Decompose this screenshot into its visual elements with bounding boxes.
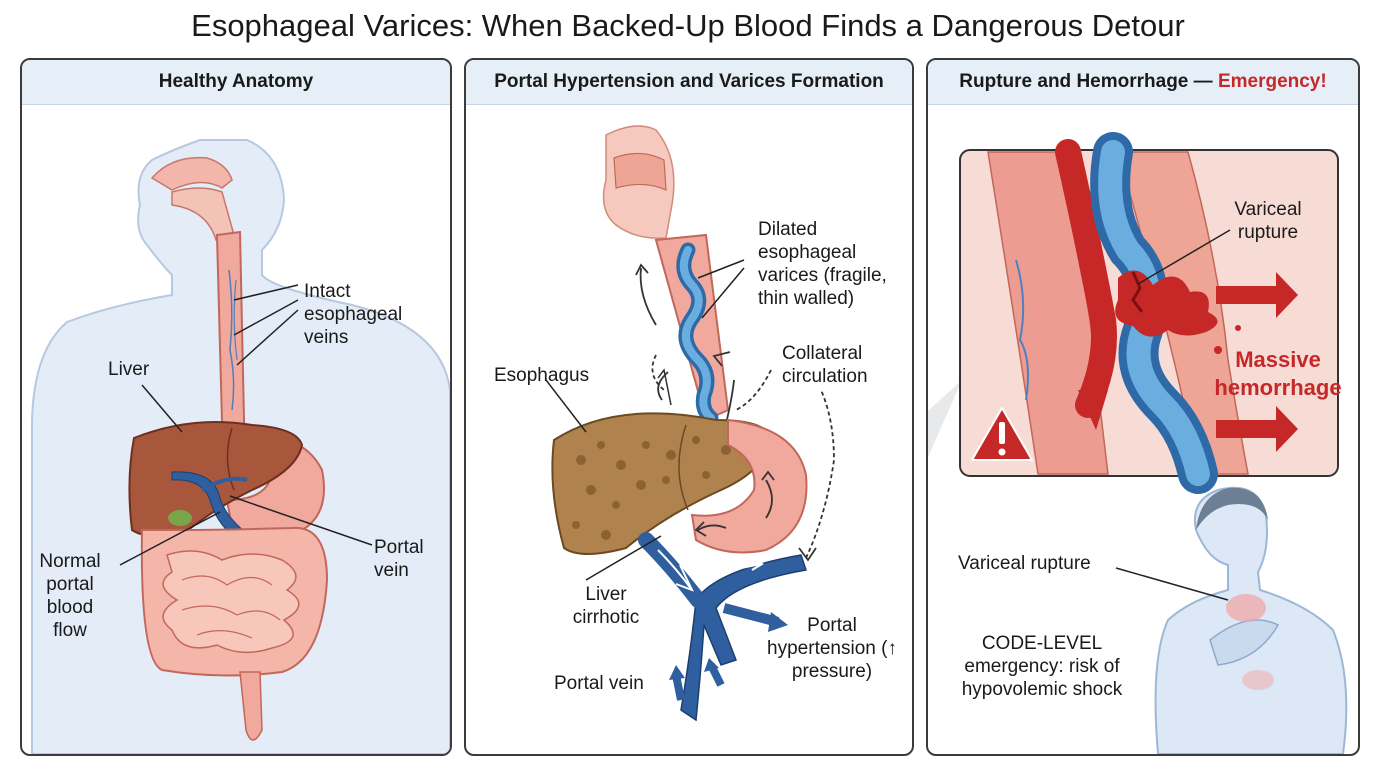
esophageal-veins [228, 269, 235, 411]
label-portal-vein: Portal vein [554, 673, 644, 694]
panel-heading: Portal Hypertension and Varices Formatio… [466, 60, 912, 105]
liver [128, 421, 304, 538]
warning-icon [971, 407, 1033, 461]
artery [1055, 139, 1117, 418]
label-code-level-emergency: CODE-LEVEL emergency: risk of hypovolemi… [961, 633, 1123, 700]
panel-heading: Healthy Anatomy [22, 60, 450, 105]
label-normal-portal-blood-flow: Normal portal blood flow [39, 551, 101, 641]
label-portal-vein: Portal vein [374, 537, 424, 581]
label-dilated-esophageal-varices: Dilated esophageal varices (fragile, thi… [758, 219, 887, 309]
panel-rupture-hemorrhage: Rupture and Hemorrhage — Emergency! [926, 58, 1360, 756]
label-intact-esophageal-veins: Intact esophageal veins [304, 281, 403, 348]
label-massive-hemorrhage: Massive hemorrhage [1214, 347, 1342, 400]
liver-cirrhotic [551, 412, 773, 555]
gallbladder [168, 510, 192, 526]
panel-healthy-anatomy: Healthy Anatomy Intact esophageal veins [20, 58, 452, 756]
label-liver-cirrhotic: Liver cirrhotic [572, 584, 640, 628]
rectum [239, 671, 263, 741]
panel-heading: Rupture and Hemorrhage — Emergency! [928, 60, 1358, 105]
label-liver: Liver [108, 359, 150, 380]
panel-heading-alert: Emergency! [1217, 71, 1327, 92]
page-title: Esophageal Varices: When Backed-Up Blood… [191, 8, 1185, 43]
label-variceal-rupture: Variceal rupture [958, 553, 1091, 574]
stomach [690, 418, 808, 554]
label-collateral-circulation: Collateral circulation [782, 343, 868, 387]
label-portal-hypertension: Portal hypertension (↑ pressure) [767, 615, 897, 682]
panel-heading-main: Rupture and Hemorrhage — [959, 71, 1213, 92]
label-esophagus: Esophagus [494, 365, 590, 386]
arrow-right-icon [1216, 272, 1298, 452]
healthy-anatomy-illustration [31, 139, 450, 754]
panel-portal-hypertension: Portal Hypertension and Varices Formatio… [464, 58, 914, 756]
nasal-cavity [150, 156, 233, 191]
label-variceal-rupture-inset: Variceal rupture [1234, 199, 1302, 243]
portal-vein [680, 554, 807, 722]
patient-figure [1154, 486, 1348, 754]
small-intestine [162, 550, 300, 654]
portal-hypertension-illustration [545, 125, 835, 722]
rupture-illustration [928, 132, 1348, 754]
